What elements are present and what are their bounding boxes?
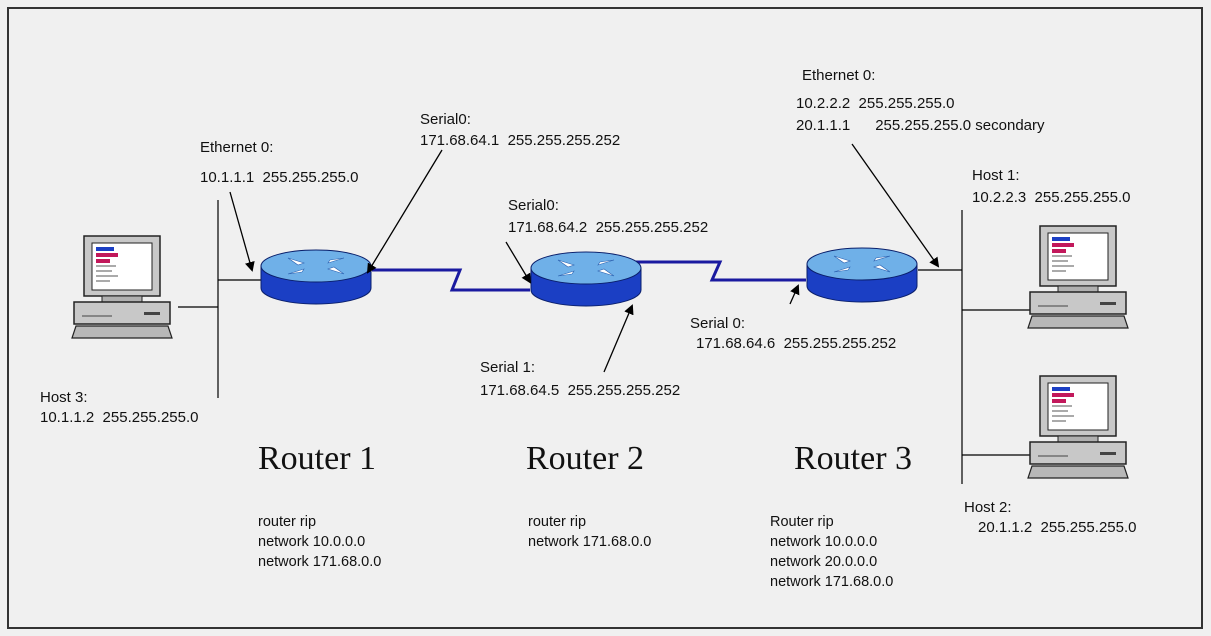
r2-serial0-title: Serial0: bbox=[508, 197, 559, 214]
config-line: network 10.0.0.0 bbox=[258, 534, 366, 550]
arrow-r1-serial bbox=[366, 149, 443, 274]
r2-serial0-address: 171.68.64.2 255.255.255.252 bbox=[508, 219, 709, 236]
host1-title: Host 1: bbox=[972, 167, 1020, 184]
config-line: network 171.68.0.0 bbox=[528, 534, 652, 550]
config-line: network 171.68.0.0 bbox=[258, 554, 382, 570]
config-line: network 171.68.0.0 bbox=[770, 574, 894, 590]
host1-computer-icon bbox=[1027, 225, 1129, 329]
config-line: router rip bbox=[528, 514, 587, 530]
host2-computer-icon bbox=[1027, 375, 1129, 479]
r3-ethernet-address-2: 20.1.1.1 255.255.255.0 secondary bbox=[796, 117, 1045, 134]
config-line: Router rip bbox=[770, 514, 834, 530]
router-2-name: Router 2 bbox=[526, 440, 645, 477]
r3-ethernet-address-1: 10.2.2.2 255.255.255.0 bbox=[796, 95, 955, 112]
r1-serial-address: 171.68.64.1 255.255.255.252 bbox=[420, 132, 621, 149]
r1-serial-title: Serial0: bbox=[420, 111, 471, 128]
r3-serial-address: 171.68.64.6 255.255.255.252 bbox=[696, 335, 897, 352]
router-3-icon bbox=[806, 247, 918, 303]
arrow-r1-ethernet bbox=[229, 191, 255, 272]
r1-ethernet-title: Ethernet 0: bbox=[200, 139, 274, 156]
router-2-config: router rip network 171.68.0.0 bbox=[528, 512, 651, 552]
router-3-config: Router rip network 10.0.0.0 network 20.0… bbox=[770, 512, 893, 592]
router-1-name: Router 1 bbox=[258, 440, 377, 477]
r2-serial1-title: Serial 1: bbox=[480, 359, 536, 376]
arrow-r3-serial bbox=[789, 284, 800, 305]
arrow-r2-serial1 bbox=[603, 304, 634, 373]
serial-link-r2-r3 bbox=[610, 260, 806, 282]
host2-address: 20.1.1.2 255.255.255.0 bbox=[978, 519, 1137, 536]
arrow-r3-ethernet bbox=[851, 143, 940, 268]
host3-title: Host 3: bbox=[40, 389, 88, 406]
config-line: network 20.0.0.0 bbox=[770, 554, 878, 570]
arrow-r2-serial0 bbox=[505, 241, 532, 284]
host1-address: 10.2.2.3 255.255.255.0 bbox=[972, 189, 1131, 206]
r2-serial1-address: 171.68.64.5 255.255.255.252 bbox=[480, 382, 681, 399]
r3-ethernet-title: Ethernet 0: bbox=[802, 67, 876, 84]
r3-serial-title: Serial 0: bbox=[690, 315, 746, 332]
host3-computer-icon bbox=[71, 235, 173, 339]
host3-address: 10.1.1.2 255.255.255.0 bbox=[40, 409, 199, 426]
router-3-name: Router 3 bbox=[794, 440, 913, 477]
router-1-config: router rip network 10.0.0.0 network 171.… bbox=[258, 512, 381, 572]
r1-ethernet-address: 10.1.1.1 255.255.255.0 bbox=[200, 169, 359, 186]
router-1-icon bbox=[260, 249, 372, 305]
serial-link-r1-r2 bbox=[372, 268, 530, 292]
router-2-icon bbox=[530, 251, 642, 307]
config-line: network 10.0.0.0 bbox=[770, 534, 878, 550]
diagram-frame bbox=[7, 7, 1203, 629]
host2-title: Host 2: bbox=[964, 499, 1012, 516]
config-line: router rip bbox=[258, 514, 317, 530]
